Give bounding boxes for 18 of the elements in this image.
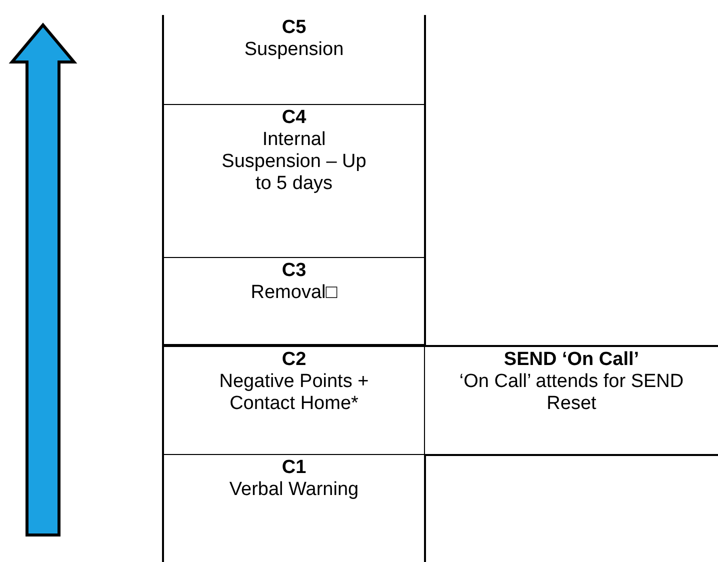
level-heading: C2 xyxy=(282,349,306,371)
table-cell xyxy=(162,455,426,562)
level-heading: C1 xyxy=(282,457,306,479)
level-heading: C5 xyxy=(282,17,306,39)
level-description: Verbal Warning xyxy=(228,479,360,501)
level-heading: C3 xyxy=(282,260,306,282)
level-heading: SEND ‘On Call’ xyxy=(504,349,640,371)
table-cell xyxy=(162,345,426,456)
table-cell xyxy=(425,345,718,456)
level-description: Suspension xyxy=(243,39,345,61)
level-description: Internal Suspension – Up to 5 days xyxy=(220,129,368,195)
table-cell xyxy=(162,258,426,346)
level-description: ‘On Call’ attends for SEND Reset xyxy=(458,371,685,415)
table-cell xyxy=(162,105,426,259)
level-description: Removal□ xyxy=(250,282,338,304)
table-cell xyxy=(162,15,426,106)
level-description: Negative Points + Contact Home* xyxy=(218,371,370,415)
level-heading: C4 xyxy=(282,107,306,129)
